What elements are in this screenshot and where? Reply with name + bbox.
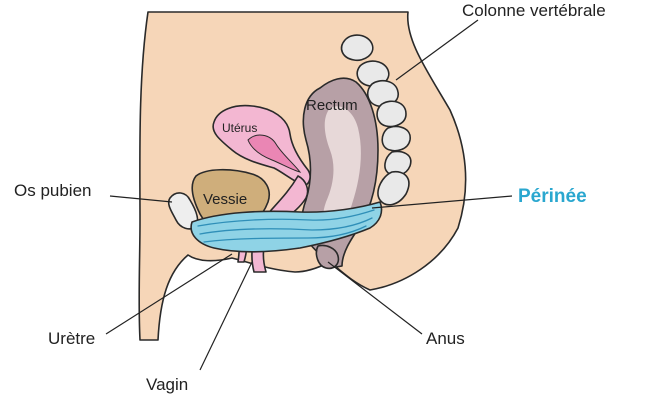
leader-pubic-bone [109,195,173,203]
vertebra [381,125,411,152]
label-rectum: Rectum [306,97,358,114]
leader-anus [327,261,423,335]
anus [315,244,340,270]
uterus-inner [247,134,302,173]
label-urethra: Urètre [48,329,95,348]
leader-urethra [105,253,233,335]
label-uterus: Utérus [222,121,257,135]
coccyx [377,170,410,206]
label-anus: Anus [426,329,465,348]
leader-perineum [371,195,513,209]
perineum-fibers [197,209,375,243]
label-pubic-bone: Os pubien [14,181,92,200]
label-bladder: Vessie [203,191,247,208]
rectum-inner [323,106,361,241]
vertebra [376,100,407,128]
label-vagina: Vagin [146,375,188,394]
label-perineum: Périnée [518,186,587,207]
leader-spine [395,19,479,81]
leader-vagina [199,261,253,371]
spine [340,34,412,206]
label-spine: Colonne vertébrale [462,1,606,20]
vertebra [340,34,374,62]
